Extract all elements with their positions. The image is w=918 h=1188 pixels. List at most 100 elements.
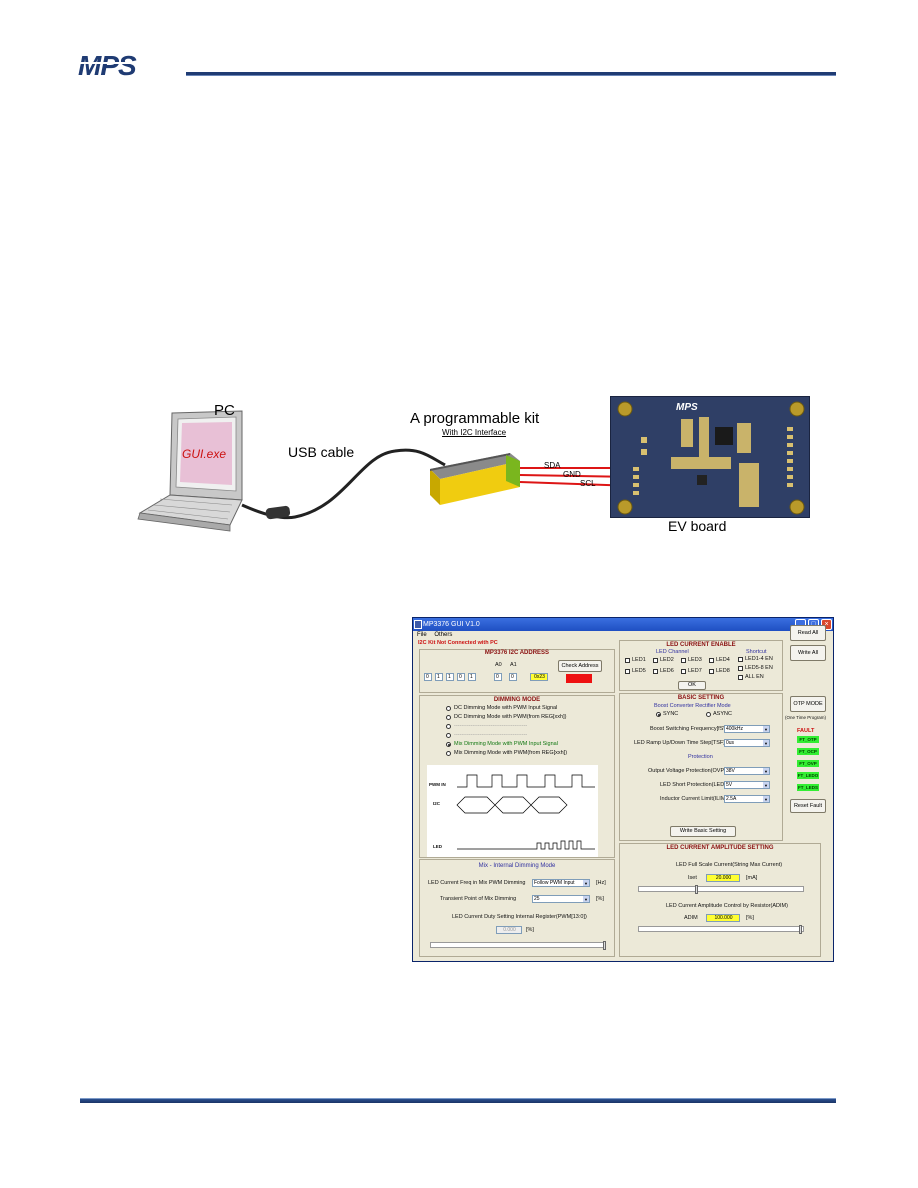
led4-label: LED4 bbox=[716, 657, 730, 663]
duty-unit: [%] bbox=[526, 927, 534, 933]
scp-select[interactable]: 5V▼ bbox=[724, 781, 770, 789]
iset-unit: [mA] bbox=[746, 875, 758, 881]
sync-label: SYNC bbox=[663, 711, 679, 717]
led-enable-title: LED CURRENT ENABLE bbox=[666, 642, 736, 648]
menu-bar: File Others bbox=[413, 631, 833, 639]
otp-note: (One Time Program) bbox=[785, 715, 827, 720]
ev-board-label: EV board bbox=[668, 518, 727, 534]
led7-label: LED7 bbox=[688, 668, 702, 674]
adim-label: ADIM bbox=[684, 915, 698, 921]
adim-slider[interactable] bbox=[638, 925, 804, 934]
duty-slider[interactable] bbox=[430, 941, 606, 950]
reset-fault-button[interactable]: Reset Fault bbox=[790, 799, 826, 813]
all-en-label: ALL EN bbox=[745, 674, 764, 680]
usb-ferrite bbox=[265, 505, 291, 520]
close-icon[interactable]: × bbox=[821, 619, 832, 630]
check-address-button[interactable]: Check Address bbox=[558, 660, 602, 672]
ramp-label: LED Ramp Up/Down Time Step[TSF] bbox=[634, 740, 725, 746]
dimming-radio-6[interactable] bbox=[446, 751, 451, 756]
boost-freq-value: 400kHz bbox=[726, 726, 743, 732]
dimming-option-1: DC Dimming Mode with PWM Input Signal bbox=[454, 705, 558, 711]
all-en-checkbox[interactable] bbox=[738, 675, 743, 680]
led5-checkbox[interactable] bbox=[625, 669, 630, 674]
ramp-value: 0us bbox=[726, 740, 735, 746]
dimming-option-6: Mix Dimming Mode with PWM(from REG[xxh]) bbox=[454, 750, 568, 756]
address-value: 0x23 bbox=[530, 673, 548, 681]
scp-label: LED Short Protection(LEDS) bbox=[660, 782, 730, 788]
programmable-kit bbox=[430, 453, 520, 505]
led7-checkbox[interactable] bbox=[681, 669, 686, 674]
duty-slider-thumb[interactable] bbox=[603, 941, 606, 950]
led1-4-checkbox[interactable] bbox=[738, 657, 743, 662]
chevron-down-icon: ▼ bbox=[763, 782, 769, 788]
addr-bit-4[interactable]: 1 bbox=[446, 673, 454, 681]
menu-others[interactable]: Others bbox=[434, 632, 453, 638]
chevron-down-icon: ▼ bbox=[763, 796, 769, 802]
led5-label: LED5 bbox=[632, 668, 646, 674]
async-radio[interactable] bbox=[706, 712, 711, 717]
addr-bit-5[interactable]: 1 bbox=[435, 673, 443, 681]
ilim-select[interactable]: 2.5A ▼ bbox=[724, 795, 770, 803]
read-all-button[interactable]: Read All bbox=[790, 625, 826, 641]
gui-window: MP3376 GUI V1.0 _ □ × File Others I2C Ki… bbox=[412, 617, 834, 962]
addr-bit-a1[interactable]: 0 bbox=[509, 673, 517, 681]
sync-radio[interactable] bbox=[656, 712, 661, 717]
led1-checkbox[interactable] bbox=[625, 658, 630, 663]
connection-diagram bbox=[137, 410, 636, 532]
led3-checkbox[interactable] bbox=[681, 658, 686, 663]
ok-button[interactable]: OK bbox=[678, 681, 706, 690]
gui-exe-label: GUI.exe bbox=[182, 447, 227, 461]
transient-unit: [%] bbox=[596, 896, 604, 902]
connection-indicator bbox=[566, 674, 592, 683]
ev-board-logo: MPS bbox=[676, 402, 698, 413]
basic-setting-panel: BASIC SETTING Boost Converter Rectifier … bbox=[619, 693, 783, 841]
dimming-radio-1[interactable] bbox=[446, 706, 451, 711]
internal-dimming-panel: Mix - Internal Dimming Mode LED Current … bbox=[419, 859, 615, 957]
boost-freq-select[interactable]: 400kHz ▼ bbox=[724, 725, 770, 733]
dimming-radio-2[interactable] bbox=[446, 715, 451, 720]
addr-bit-a0[interactable]: 0 bbox=[494, 673, 502, 681]
header-rule bbox=[186, 72, 836, 76]
otp-mode-button[interactable]: OTP MODE bbox=[790, 696, 826, 712]
freq-mix-select[interactable]: Follow PWM Input▼ bbox=[532, 879, 590, 887]
adim-unit: [%] bbox=[746, 915, 754, 921]
chevron-down-icon: ▼ bbox=[763, 726, 769, 732]
write-all-button[interactable]: Write All bbox=[790, 645, 826, 661]
ramp-select[interactable]: 0us▼ bbox=[724, 739, 770, 747]
led4-checkbox[interactable] bbox=[709, 658, 714, 663]
shortcut-title: Shortcut bbox=[746, 649, 767, 655]
addr-bit-3[interactable]: 0 bbox=[457, 673, 465, 681]
led5-8-checkbox[interactable] bbox=[738, 666, 743, 671]
fault-otp: FT_OTP bbox=[797, 736, 819, 743]
dimming-option-3: ---------------------------------------- bbox=[454, 723, 528, 729]
ovp-select[interactable]: 38V▼ bbox=[724, 767, 770, 775]
iset-slider[interactable] bbox=[638, 885, 804, 894]
ilim-value: 2.5A bbox=[726, 796, 737, 802]
adim-slider-thumb[interactable] bbox=[799, 925, 802, 934]
window-titlebar[interactable]: MP3376 GUI V1.0 _ □ × bbox=[413, 618, 833, 631]
dimming-radio-4[interactable] bbox=[446, 733, 451, 738]
footer-rule bbox=[80, 1098, 836, 1103]
i2c-address-panel: MP3376 I2C ADDRESS A0 A1 0 1 1 0 1 0 0 0… bbox=[419, 649, 615, 693]
led2-checkbox[interactable] bbox=[653, 658, 658, 663]
iset-slider-thumb[interactable] bbox=[695, 885, 698, 894]
transient-select[interactable]: 25▼ bbox=[532, 895, 590, 903]
usb-cable-label: USB cable bbox=[288, 444, 355, 460]
addr-bit-2[interactable]: 1 bbox=[468, 673, 476, 681]
dimming-radio-3[interactable] bbox=[446, 724, 451, 729]
addr-bit-6[interactable]: 0 bbox=[424, 673, 432, 681]
dimming-option-2: DC Dimming Mode with PWM(from REG[xxh]) bbox=[454, 714, 567, 720]
pc-label: PC bbox=[214, 402, 235, 419]
dimming-option-5: Mix Dimming Mode with PWM Input Signal bbox=[454, 741, 558, 747]
write-basic-setting-button[interactable]: Write Basic Setting bbox=[670, 826, 736, 837]
chevron-down-icon: ▼ bbox=[583, 880, 589, 886]
menu-file[interactable]: File bbox=[417, 632, 427, 638]
amplitude-title: LED CURRENT AMPLITUDE SETTING bbox=[666, 845, 774, 851]
freq-mix-label: LED Current Freq in Mix PWM Dimming bbox=[428, 880, 526, 886]
full-scale-label: LED Full Scale Current(String Max Curren… bbox=[676, 862, 783, 868]
led6-checkbox[interactable] bbox=[653, 669, 658, 674]
led8-checkbox[interactable] bbox=[709, 669, 714, 674]
dimming-radio-5[interactable] bbox=[446, 742, 451, 747]
transient-label: Transient Point of Mix Dimming bbox=[440, 896, 517, 902]
led-wave-label: LED bbox=[433, 844, 442, 849]
